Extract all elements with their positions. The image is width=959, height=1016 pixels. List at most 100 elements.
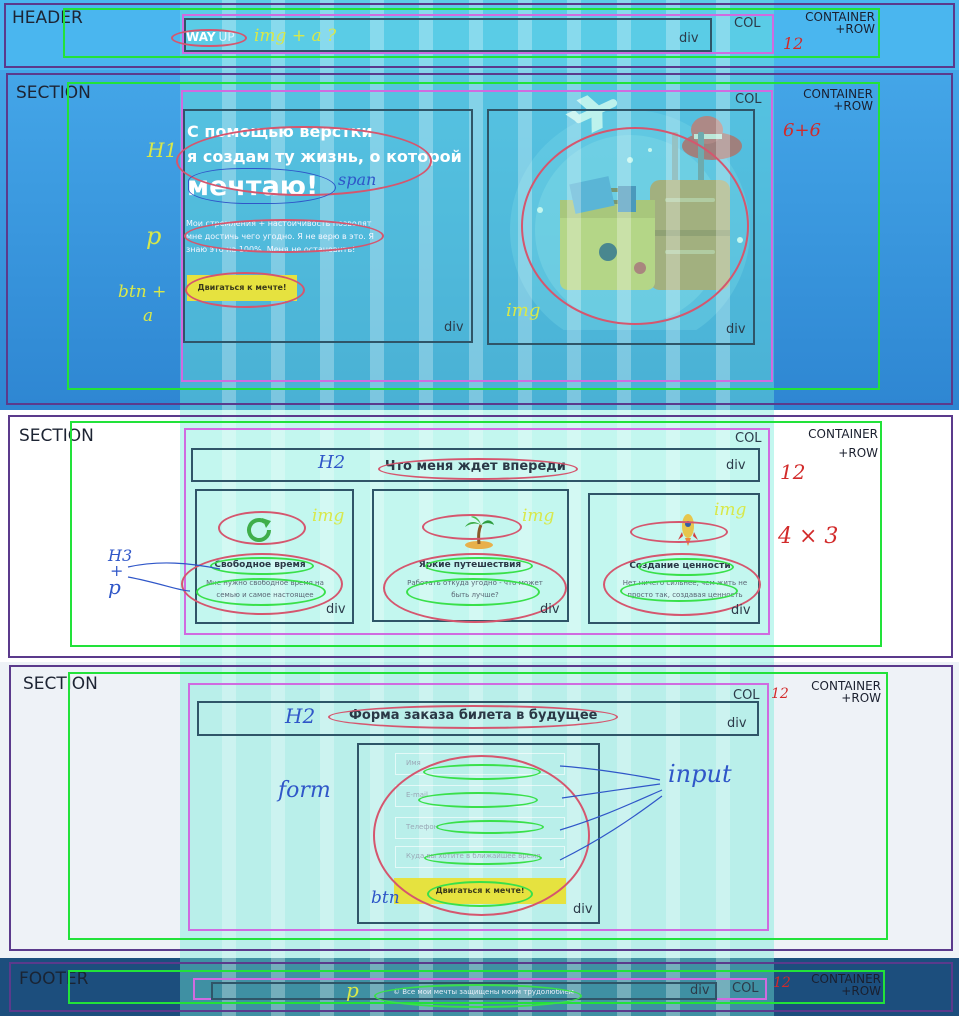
header-note: img + a ? xyxy=(254,26,337,46)
h1-note: H1 xyxy=(147,138,178,162)
btn-note-a: a xyxy=(143,306,154,326)
row-text: +ROW xyxy=(835,22,875,36)
row-text: +ROW xyxy=(841,691,881,705)
header-col-tag: COL xyxy=(734,16,761,31)
order-form-div-box xyxy=(357,743,600,924)
grid-gutter xyxy=(419,0,433,1016)
header-container-row-tag: CONTAINER +ROW xyxy=(775,11,875,35)
hero-col-box xyxy=(181,90,773,382)
features-img-note: img xyxy=(522,506,555,526)
row-text: +ROW xyxy=(833,99,873,113)
hero-container-box xyxy=(67,82,880,390)
features-container-row-tag: CONTAINER +ROW xyxy=(778,425,878,463)
img-note: img xyxy=(506,300,541,321)
hero-section-box xyxy=(6,73,953,405)
order-cols-note: 12 xyxy=(771,686,789,702)
order-container-box xyxy=(68,672,888,940)
grid-gutter xyxy=(222,0,236,1016)
hero-image-div-box xyxy=(487,109,755,345)
img-annotation-ellipse xyxy=(521,127,749,325)
hero-cols-note: 6+6 xyxy=(783,120,821,141)
features-h2-note: H2 xyxy=(318,452,346,473)
order-h2-note: H2 xyxy=(285,704,316,728)
header-div-tag: div xyxy=(679,31,699,46)
footer-p-note: p xyxy=(346,978,359,1002)
features-col-box xyxy=(184,428,770,635)
header-section-box xyxy=(4,3,955,68)
feature-text-ellipse xyxy=(181,553,343,615)
features-cols-note-split: 4 × 3 xyxy=(778,524,839,549)
hero-col-tag: COL xyxy=(735,92,762,107)
h3-plus-note: + xyxy=(110,561,124,580)
features-section-box xyxy=(8,415,953,658)
feature-card-box xyxy=(195,489,354,624)
order-btn-note: btn xyxy=(371,888,400,908)
footer-cols-note: 12 xyxy=(773,975,791,991)
input-note: input xyxy=(668,760,732,788)
feature-img-ellipse xyxy=(422,514,522,540)
hero-background xyxy=(0,70,959,410)
container-text: CONTAINER xyxy=(811,679,881,693)
container-text: CONTAINER xyxy=(811,972,881,986)
grid-gutter xyxy=(320,0,334,1016)
order-section-box xyxy=(9,665,953,951)
input-pointer-lines xyxy=(559,765,663,861)
footer-div-tag: div xyxy=(690,983,710,998)
features-cols-note-full: 12 xyxy=(780,460,806,484)
form-note: form xyxy=(278,778,331,803)
h3-note: H3 xyxy=(108,546,133,565)
features-img-note: img xyxy=(312,506,345,526)
hero-image-div-tag: div xyxy=(726,322,746,337)
p-note: p xyxy=(146,222,162,250)
features-col-tag: COL xyxy=(735,431,762,446)
h2-annotation-ellipse xyxy=(378,458,578,480)
header-label: HEADER xyxy=(12,8,83,28)
order-heading-div-tag: div xyxy=(727,716,747,731)
grid-gutter xyxy=(370,0,384,1016)
feature-img-ellipse xyxy=(630,521,728,543)
features-img-note: img xyxy=(714,500,747,520)
h3-p-note: p xyxy=(108,575,121,599)
annotation-pointer-lines xyxy=(127,562,221,592)
name-input-placeholder: Имя xyxy=(406,759,421,767)
features-heading-div-box xyxy=(191,448,760,482)
span-note: span xyxy=(338,170,377,189)
row-text: +ROW xyxy=(838,446,878,460)
footer-section-box xyxy=(9,962,953,1012)
feature-text-ellipse xyxy=(603,553,761,616)
hero-text-div-tag: div xyxy=(444,320,464,335)
header-container-box xyxy=(63,8,880,58)
hero-text-div-box xyxy=(183,109,473,343)
features-heading-div-tag: div xyxy=(726,458,746,473)
btn-annotation-ellipse xyxy=(185,272,305,308)
order-col-tag: COL xyxy=(733,688,760,703)
feature-div-tag: div xyxy=(326,602,346,617)
order-section-label: SECTION xyxy=(23,674,98,694)
header-background xyxy=(0,0,959,70)
container-text: CONTAINER xyxy=(803,87,873,101)
hero-container-row-tag: CONTAINER +ROW xyxy=(773,88,873,112)
order-heading-div-box xyxy=(197,701,759,736)
feature-card-box xyxy=(588,493,760,624)
container-text: CONTAINER xyxy=(805,10,875,24)
feature-text-ellipse xyxy=(383,553,567,623)
feature-div-tag: div xyxy=(731,603,751,618)
hero-section-label: SECTION xyxy=(16,83,91,103)
header-cols-note: 12 xyxy=(783,34,804,53)
footer-label: FOOTER xyxy=(19,969,89,989)
footer-col-tag: COL xyxy=(732,981,759,996)
features-section-label: SECTION xyxy=(19,426,94,446)
order-container-row-tag: CONTAINER +ROW xyxy=(781,680,881,704)
order-form-div-tag: div xyxy=(573,902,593,917)
container-text: CONTAINER xyxy=(808,427,878,441)
features-container-box xyxy=(70,421,882,647)
form-ellipse xyxy=(373,755,590,916)
footer-container-row-tag: CONTAINER +ROW xyxy=(781,973,881,997)
feature-div-tag: div xyxy=(540,602,560,617)
feature-img-ellipse xyxy=(218,511,306,545)
logo-annotation-ellipse xyxy=(171,29,247,47)
grid-gutter xyxy=(271,0,285,1016)
order-h2-ellipse xyxy=(328,705,618,729)
row-text: +ROW xyxy=(841,984,881,998)
btn-note: btn + xyxy=(118,282,167,302)
